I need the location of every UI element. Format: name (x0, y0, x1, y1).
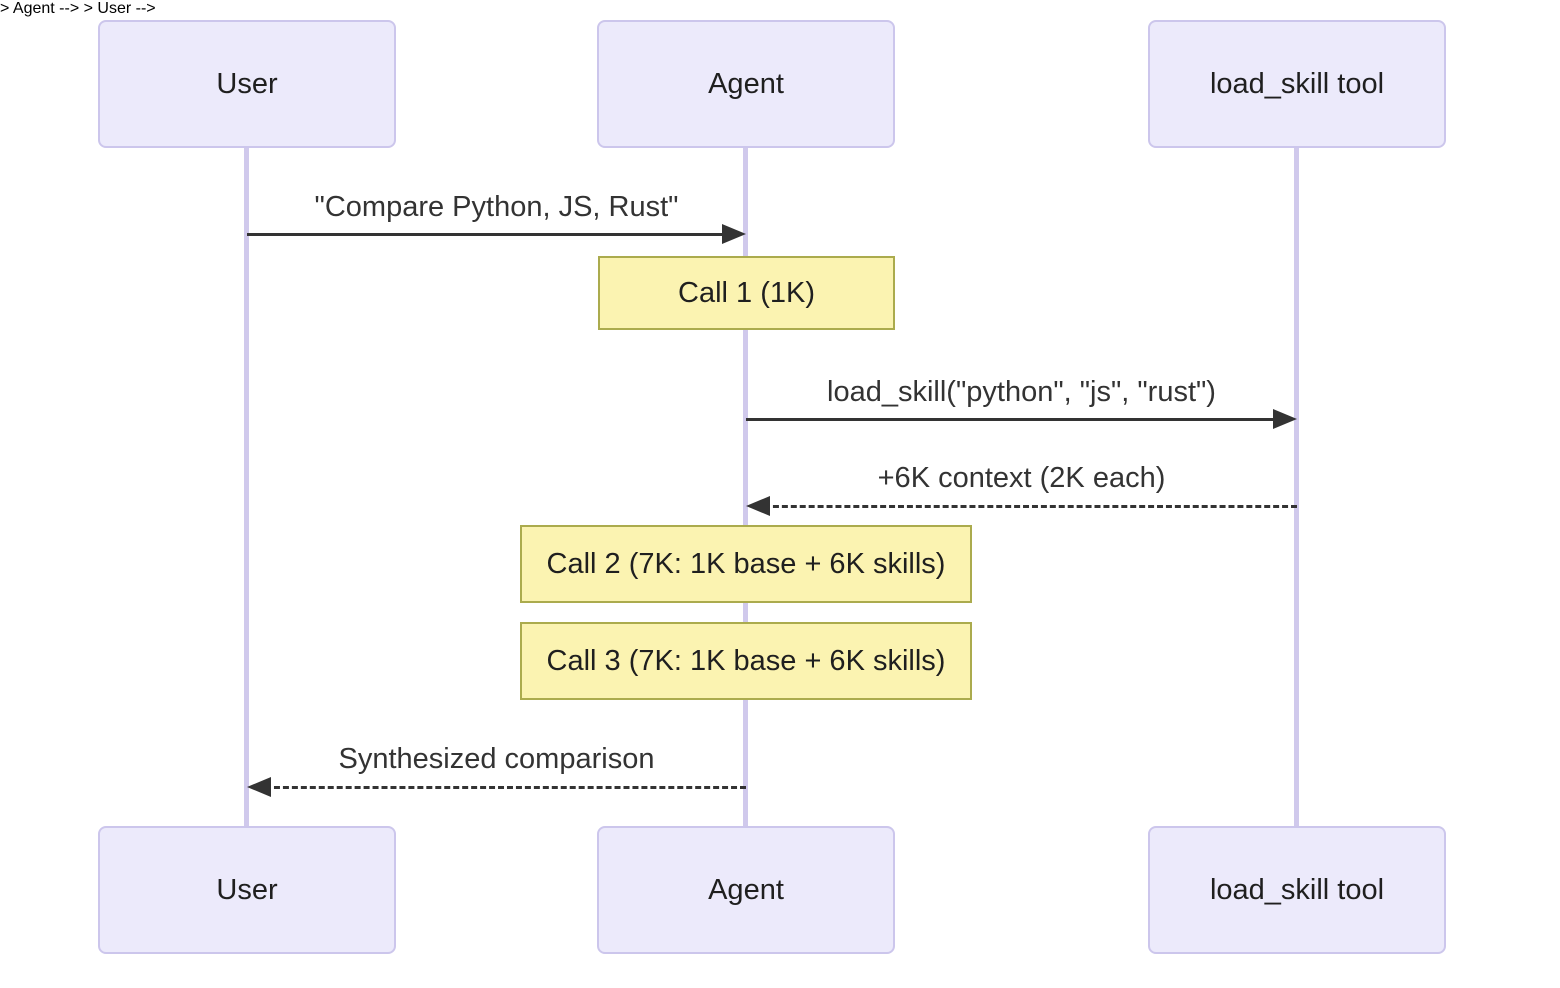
actor-agent-top: Agent (597, 20, 895, 148)
actor-load-skill-tool-top: load_skill tool (1148, 20, 1446, 148)
lifeline-load-skill-tool (1294, 148, 1299, 826)
message-compare-line (247, 233, 728, 236)
note-call-1: Call 1 (1K) (598, 256, 895, 330)
actor-agent-label: Agent (708, 67, 784, 100)
actor-agent-label: Agent (708, 873, 784, 906)
note-call-3-label: Call 3 (7K: 1K base + 6K skills) (546, 644, 946, 677)
note-call-3: Call 3 (7K: 1K base + 6K skills) (520, 622, 972, 700)
message-compare-label: "Compare Python, JS, Rust" (314, 191, 679, 223)
arrowhead-right-icon (722, 224, 746, 244)
message-load-skill-label: load_skill("python", "js", "rust") (827, 376, 1216, 408)
actor-load-skill-tool-label: load_skill tool (1209, 67, 1385, 100)
actor-agent-bottom: Agent (597, 826, 895, 954)
arrowhead-right-icon (1273, 409, 1297, 429)
actor-load-skill-tool-label: load_skill tool (1209, 873, 1385, 906)
message-context-label: +6K context (2K each) (877, 462, 1166, 494)
actor-user-label: User (216, 873, 278, 906)
message-synthesized-line (265, 786, 746, 789)
message-load-skill-line (746, 418, 1279, 421)
lifeline-agent (743, 148, 748, 826)
arrowhead-left-icon (746, 496, 770, 516)
actor-user-top: User (98, 20, 396, 148)
message-context-line (764, 505, 1297, 508)
note-call-1-label: Call 1 (1K) (678, 276, 815, 309)
actor-user-bottom: User (98, 826, 396, 954)
arrowhead-left-icon (247, 777, 271, 797)
message-synthesized-label: Synthesized comparison (338, 743, 655, 775)
lifeline-user (244, 148, 249, 826)
actor-user-label: User (216, 67, 278, 100)
actor-load-skill-tool-bottom: load_skill tool (1148, 826, 1446, 954)
note-call-2: Call 2 (7K: 1K base + 6K skills) (520, 525, 972, 603)
note-call-2-label: Call 2 (7K: 1K base + 6K skills) (546, 547, 946, 580)
